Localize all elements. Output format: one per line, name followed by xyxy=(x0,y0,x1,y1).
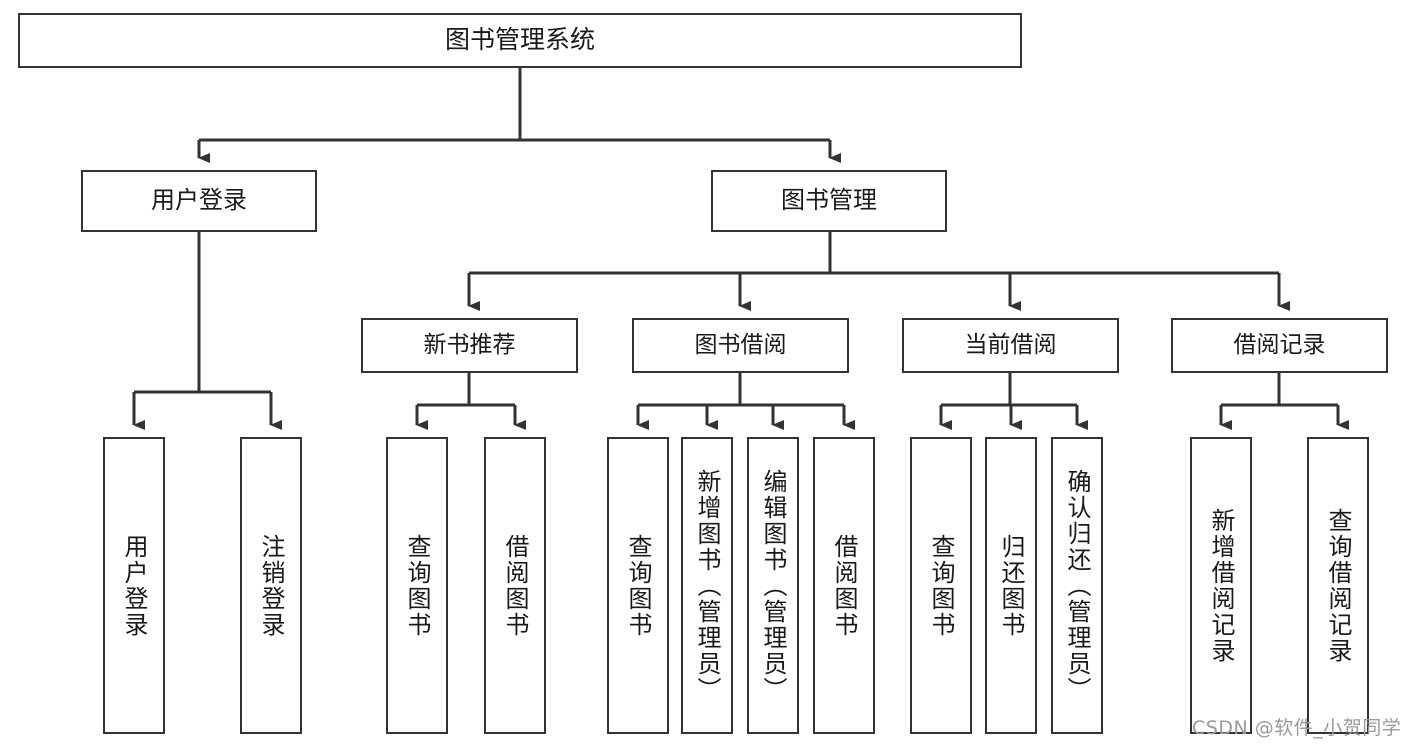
node-borrow-record-label: 借阅记录 xyxy=(1233,332,1326,359)
node-root[interactable]: 图书管理系统 xyxy=(18,13,1022,68)
node-user-login[interactable]: 用户登录 xyxy=(81,170,317,232)
node-leaf-logout-login[interactable]: 注销登录 xyxy=(240,437,302,734)
node-root-label: 图书管理系统 xyxy=(444,25,595,55)
node-leaf-edit-book-admin-label: 编辑图书（管理员） xyxy=(759,468,787,703)
node-new-book-recommend[interactable]: 新书推荐 xyxy=(361,318,578,373)
node-current-borrow[interactable]: 当前借阅 xyxy=(902,318,1119,373)
node-leaf-logout-login-label: 注销登录 xyxy=(257,533,285,638)
node-leaf-borrow-books-recommend-label: 借阅图书 xyxy=(501,533,529,638)
node-leaf-query-borrow-record-label: 查询借阅记录 xyxy=(1324,507,1352,664)
node-book-borrow-label: 图书借阅 xyxy=(694,332,787,359)
node-leaf-return-books-label: 归还图书 xyxy=(997,533,1025,638)
node-leaf-borrow-books-borrow[interactable]: 借阅图书 xyxy=(813,437,875,734)
node-leaf-query-books-borrow[interactable]: 查询图书 xyxy=(607,437,669,734)
node-leaf-query-books-current-label: 查询图书 xyxy=(927,533,955,638)
node-new-book-recommend-label: 新书推荐 xyxy=(423,332,516,359)
node-leaf-return-books[interactable]: 归还图书 xyxy=(985,437,1037,734)
node-leaf-add-book-admin[interactable]: 新增图书（管理员） xyxy=(681,437,733,734)
node-leaf-user-login[interactable]: 用户登录 xyxy=(103,437,165,734)
node-leaf-query-books-current[interactable]: 查询图书 xyxy=(910,437,972,734)
node-leaf-query-books-borrow-label: 查询图书 xyxy=(624,533,652,638)
node-current-borrow-label: 当前借阅 xyxy=(964,332,1057,359)
node-borrow-record[interactable]: 借阅记录 xyxy=(1171,318,1388,373)
node-leaf-query-books-recommend-label: 查询图书 xyxy=(403,533,431,638)
node-book-manage-label: 图书管理 xyxy=(781,186,877,215)
csdn-watermark: CSDN @软件_小贺同学 xyxy=(1192,717,1402,739)
node-leaf-add-borrow-record-label: 新增借阅记录 xyxy=(1207,507,1235,664)
node-user-login-label: 用户登录 xyxy=(151,186,247,215)
node-leaf-borrow-books-recommend[interactable]: 借阅图书 xyxy=(484,437,546,734)
node-leaf-query-borrow-record[interactable]: 查询借阅记录 xyxy=(1307,437,1369,734)
node-book-manage[interactable]: 图书管理 xyxy=(711,170,947,232)
node-leaf-user-login-label: 用户登录 xyxy=(120,533,148,638)
node-book-borrow[interactable]: 图书借阅 xyxy=(632,318,849,373)
node-leaf-add-borrow-record[interactable]: 新增借阅记录 xyxy=(1190,437,1252,734)
node-leaf-edit-book-admin[interactable]: 编辑图书（管理员） xyxy=(747,437,799,734)
node-leaf-confirm-return-admin-label: 确认归还（管理员） xyxy=(1063,468,1091,703)
node-leaf-confirm-return-admin[interactable]: 确认归还（管理员） xyxy=(1051,437,1103,734)
node-leaf-query-books-recommend[interactable]: 查询图书 xyxy=(386,437,448,734)
node-leaf-add-book-admin-label: 新增图书（管理员） xyxy=(693,468,721,703)
node-leaf-borrow-books-borrow-label: 借阅图书 xyxy=(830,533,858,638)
